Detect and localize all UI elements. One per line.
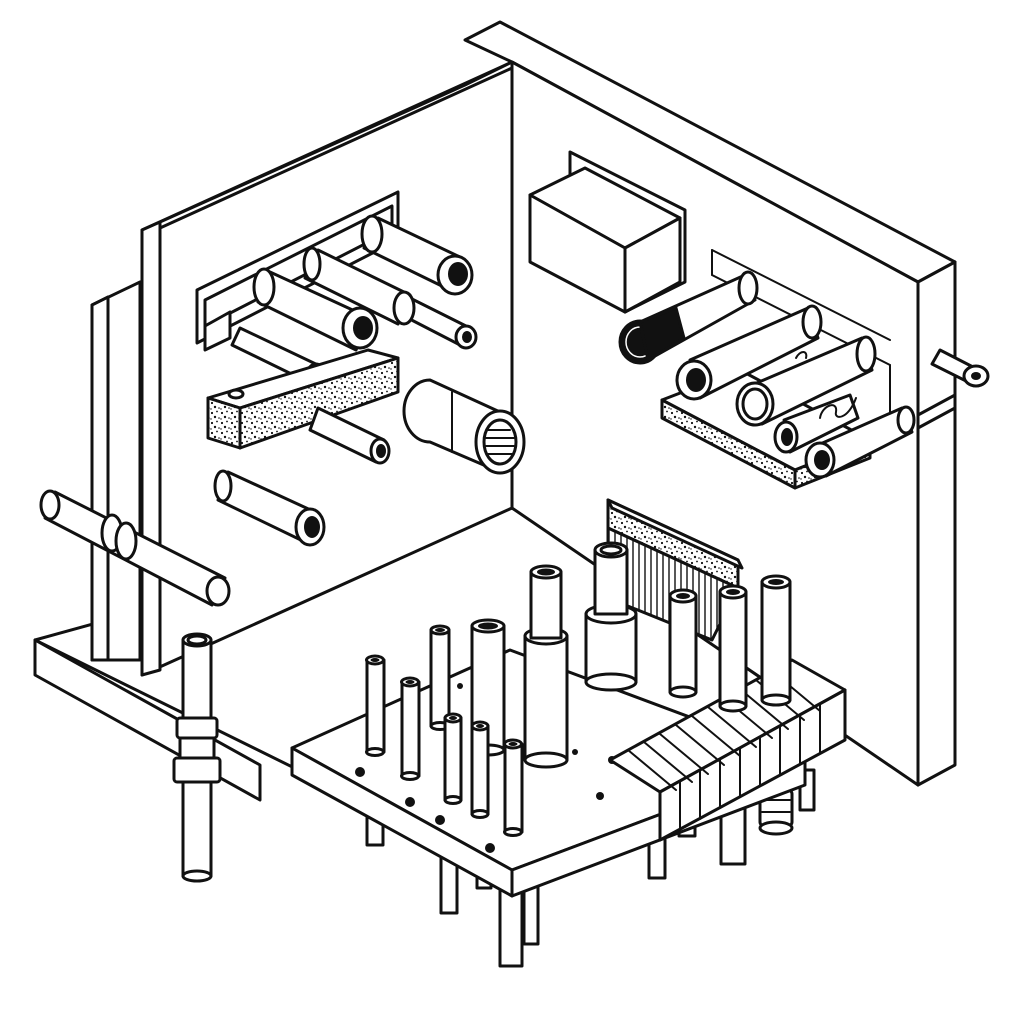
stepped-post [584,541,638,692]
mount-hole [485,843,495,853]
mounted-box [528,150,687,314]
speckled-bracket [206,348,400,450]
post [429,624,451,731]
mount-hole [596,792,604,800]
wall-side-pin [930,348,990,388]
vertical-posts [365,541,792,837]
post [365,654,386,757]
cylinder-bar [675,304,823,401]
post [400,676,421,781]
mount-hole [435,815,445,825]
cylinder-bar [735,335,877,427]
cylinder-bar [308,406,391,465]
wire-lead [795,351,857,419]
post [718,584,748,713]
post [760,574,792,707]
cylinder-bar [302,246,478,350]
standing-pipe [172,632,222,883]
large-drum [402,378,526,475]
cylinder-bar [773,393,860,454]
mount-hole [355,767,365,777]
post [443,712,463,805]
wall-tube [213,469,326,547]
post [470,720,490,819]
cylinder-bar [360,214,474,296]
side-rod [39,489,231,607]
post [668,588,698,699]
cylinder-bar [804,405,916,479]
mount-hole [405,797,415,807]
cylinder-bar [252,267,379,352]
mount-hole [457,683,463,689]
dark-cylinder [618,270,759,365]
fins [627,670,821,831]
mount-hole [572,749,578,755]
stepped-post [523,564,569,769]
post [503,738,524,837]
